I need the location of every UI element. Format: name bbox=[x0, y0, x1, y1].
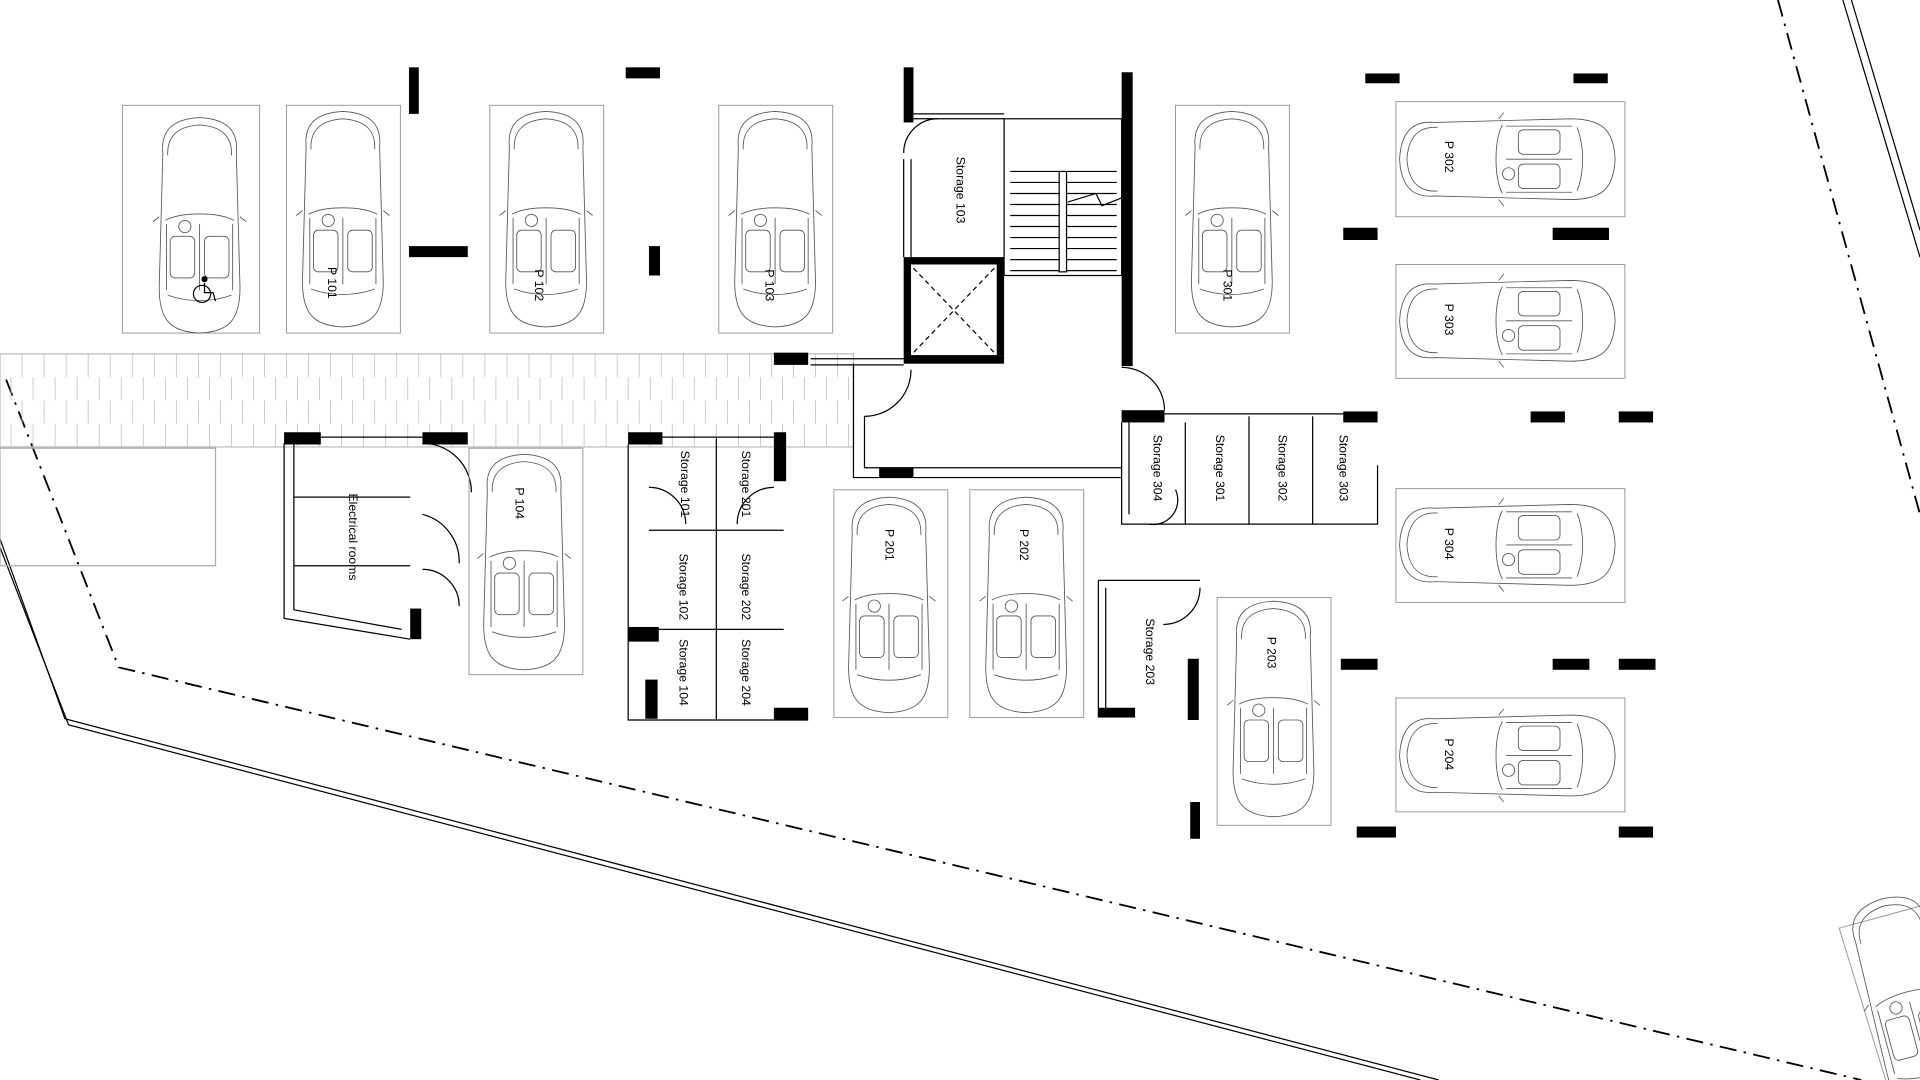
parking-label: P 203 bbox=[1264, 637, 1278, 669]
parking-space-p201: P 201 bbox=[833, 489, 949, 719]
wheelchair-icon bbox=[192, 276, 217, 304]
storage-203-label: Storage 203 bbox=[1143, 618, 1157, 685]
storage-303-label: Storage 303 bbox=[1337, 435, 1351, 502]
storage-102-label: Storage 102 bbox=[677, 553, 691, 620]
walls bbox=[284, 67, 1656, 839]
parking-space-accessible bbox=[121, 104, 261, 334]
electrical-rooms-label: Electrical rooms bbox=[346, 493, 360, 580]
parking-label: P 103 bbox=[762, 269, 776, 301]
storage-302-label: Storage 302 bbox=[1275, 435, 1289, 502]
parking-label: P 204 bbox=[1442, 738, 1456, 770]
parking-space-p103: P 103 bbox=[718, 104, 834, 334]
parking-label: P 201 bbox=[882, 529, 896, 561]
parking-space-p202: P 202 bbox=[969, 489, 1085, 719]
parking-label: P 101 bbox=[325, 267, 339, 299]
storage-101-label: Storage 101 bbox=[678, 451, 692, 518]
storage-304-label: Storage 304 bbox=[1150, 435, 1164, 502]
property-line bbox=[5, 0, 1920, 1080]
parking-label: P 303 bbox=[1442, 304, 1456, 336]
parking-space-p303: P 303 bbox=[1395, 264, 1626, 379]
storage-104-label: Storage 104 bbox=[677, 639, 691, 706]
door-swings bbox=[422, 118, 1201, 626]
elevator-shaft bbox=[913, 267, 995, 354]
parking-space-p302: P 302 bbox=[1395, 101, 1626, 218]
parking-space-p104: P 104 bbox=[468, 447, 584, 676]
ramp-area bbox=[0, 447, 217, 567]
parking-space-p101: P 101 bbox=[286, 104, 401, 334]
parking-label: P 302 bbox=[1442, 141, 1456, 173]
parking-space-p304: P 304 bbox=[1395, 488, 1626, 603]
parking-space-p204: P 204 bbox=[1395, 697, 1626, 813]
storage-301-label: Storage 301 bbox=[1213, 435, 1227, 502]
parking-label: P 301 bbox=[1220, 269, 1234, 301]
parking-space-p203: P 203 bbox=[1216, 597, 1332, 826]
parking-label: P 304 bbox=[1442, 528, 1456, 560]
storage-labels: Storage 103 Storage 101 Storage 201 Stor… bbox=[346, 157, 1351, 706]
parking-space-p301: P 301 bbox=[1175, 104, 1290, 334]
thin-walls bbox=[283, 113, 1379, 721]
storage-202-label: Storage 202 bbox=[739, 553, 753, 620]
parking-label: P 202 bbox=[1017, 529, 1031, 561]
parking-space-p102: P 102 bbox=[489, 104, 605, 334]
storage-204-label: Storage 204 bbox=[739, 639, 753, 706]
storage-201-label: Storage 201 bbox=[739, 451, 753, 518]
parking-label: P 104 bbox=[513, 487, 527, 519]
staircase bbox=[1003, 118, 1127, 277]
storage-103-label: Storage 103 bbox=[953, 157, 967, 224]
parking-label: P 102 bbox=[532, 269, 546, 301]
